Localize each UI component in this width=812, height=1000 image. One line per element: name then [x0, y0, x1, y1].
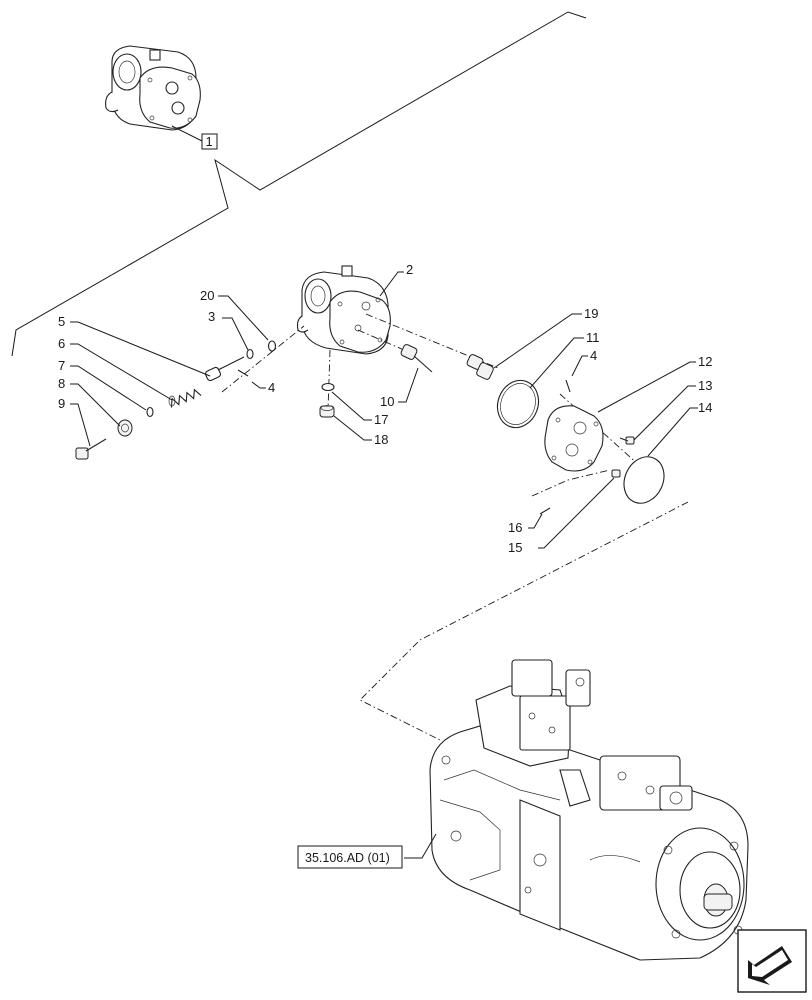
leader-15 [538, 477, 615, 549]
pin-4-right [565, 379, 571, 393]
callout-8: 8 [58, 376, 65, 391]
regulator-housing [296, 265, 391, 355]
leader-7 [70, 365, 147, 411]
pin-4 [237, 369, 249, 377]
leader-1 [171, 125, 203, 142]
o-ring-17 [321, 382, 335, 392]
leader-reference [404, 833, 437, 859]
cover-12 [544, 405, 604, 472]
axis-to-pump [359, 501, 689, 741]
leader-11 [529, 337, 584, 389]
axis-down [327, 349, 331, 411]
screw-13 [619, 436, 635, 445]
callout-2: 2 [406, 262, 413, 277]
spring-6 [168, 388, 202, 408]
bolt-9 [75, 438, 107, 460]
plug-18 [319, 405, 335, 418]
leader-2 [379, 271, 404, 297]
callout-17: 17 [374, 412, 388, 427]
axis-right-lower [357, 329, 405, 351]
callout-12: 12 [698, 354, 712, 369]
reference-box[interactable] [297, 845, 403, 869]
snap-ring-7 [146, 406, 154, 418]
callout-10: 10 [380, 394, 394, 409]
leader-18 [333, 415, 372, 441]
callout-1-box [201, 133, 218, 150]
plug-8 [117, 419, 133, 437]
leader-5 [70, 321, 211, 377]
break-line [11, 11, 587, 357]
leader-14 [647, 407, 698, 457]
axis-left [221, 325, 305, 393]
next-page-arrow-icon[interactable] [737, 929, 807, 993]
callout-5: 5 [58, 314, 65, 329]
pin-16 [539, 507, 551, 515]
callout-7: 7 [58, 358, 65, 373]
leader-19 [493, 313, 582, 369]
callout-18: 18 [374, 432, 388, 447]
callout-19: 19 [584, 306, 598, 321]
leader-13 [633, 385, 696, 441]
callout-11: 11 [586, 330, 600, 345]
reference-link[interactable]: 35.106.AD (01) [305, 851, 390, 865]
leader-3 [222, 317, 249, 351]
leader-17 [331, 391, 372, 421]
o-ring-11 [496, 379, 540, 429]
callout-13: 13 [698, 378, 712, 393]
assembly-thumbnail [105, 45, 201, 131]
callout-14: 14 [698, 400, 712, 415]
leader-6 [70, 343, 173, 401]
callout-6: 6 [58, 336, 65, 351]
callout-1: 1 [206, 134, 213, 149]
callout-9: 9 [58, 396, 65, 411]
hydraulic-pump [429, 659, 749, 961]
shaft-19 [466, 354, 494, 380]
o-ring-14 [623, 456, 665, 504]
callout-15: 15 [508, 540, 522, 555]
snap-ring-3 [246, 348, 254, 360]
spool-5 [204, 356, 245, 382]
callout-20: 20 [200, 288, 214, 303]
leader-9 [70, 403, 91, 447]
o-ring-20 [267, 340, 277, 352]
leader-12 [597, 361, 696, 413]
leader-10 [398, 367, 419, 403]
axis-cover-bolts [531, 469, 611, 497]
callout-16: 16 [508, 520, 522, 535]
leader-8 [70, 383, 121, 427]
callout-4-left: 4 [268, 380, 275, 395]
leader-4-right [571, 355, 588, 377]
shaft-10 [400, 344, 433, 373]
screw-15 [611, 469, 621, 478]
leader-16 [528, 513, 543, 529]
leader-20 [218, 295, 269, 341]
callout-4-right: 4 [590, 348, 597, 363]
callout-3: 3 [208, 309, 215, 324]
leader-4-left [251, 381, 266, 389]
